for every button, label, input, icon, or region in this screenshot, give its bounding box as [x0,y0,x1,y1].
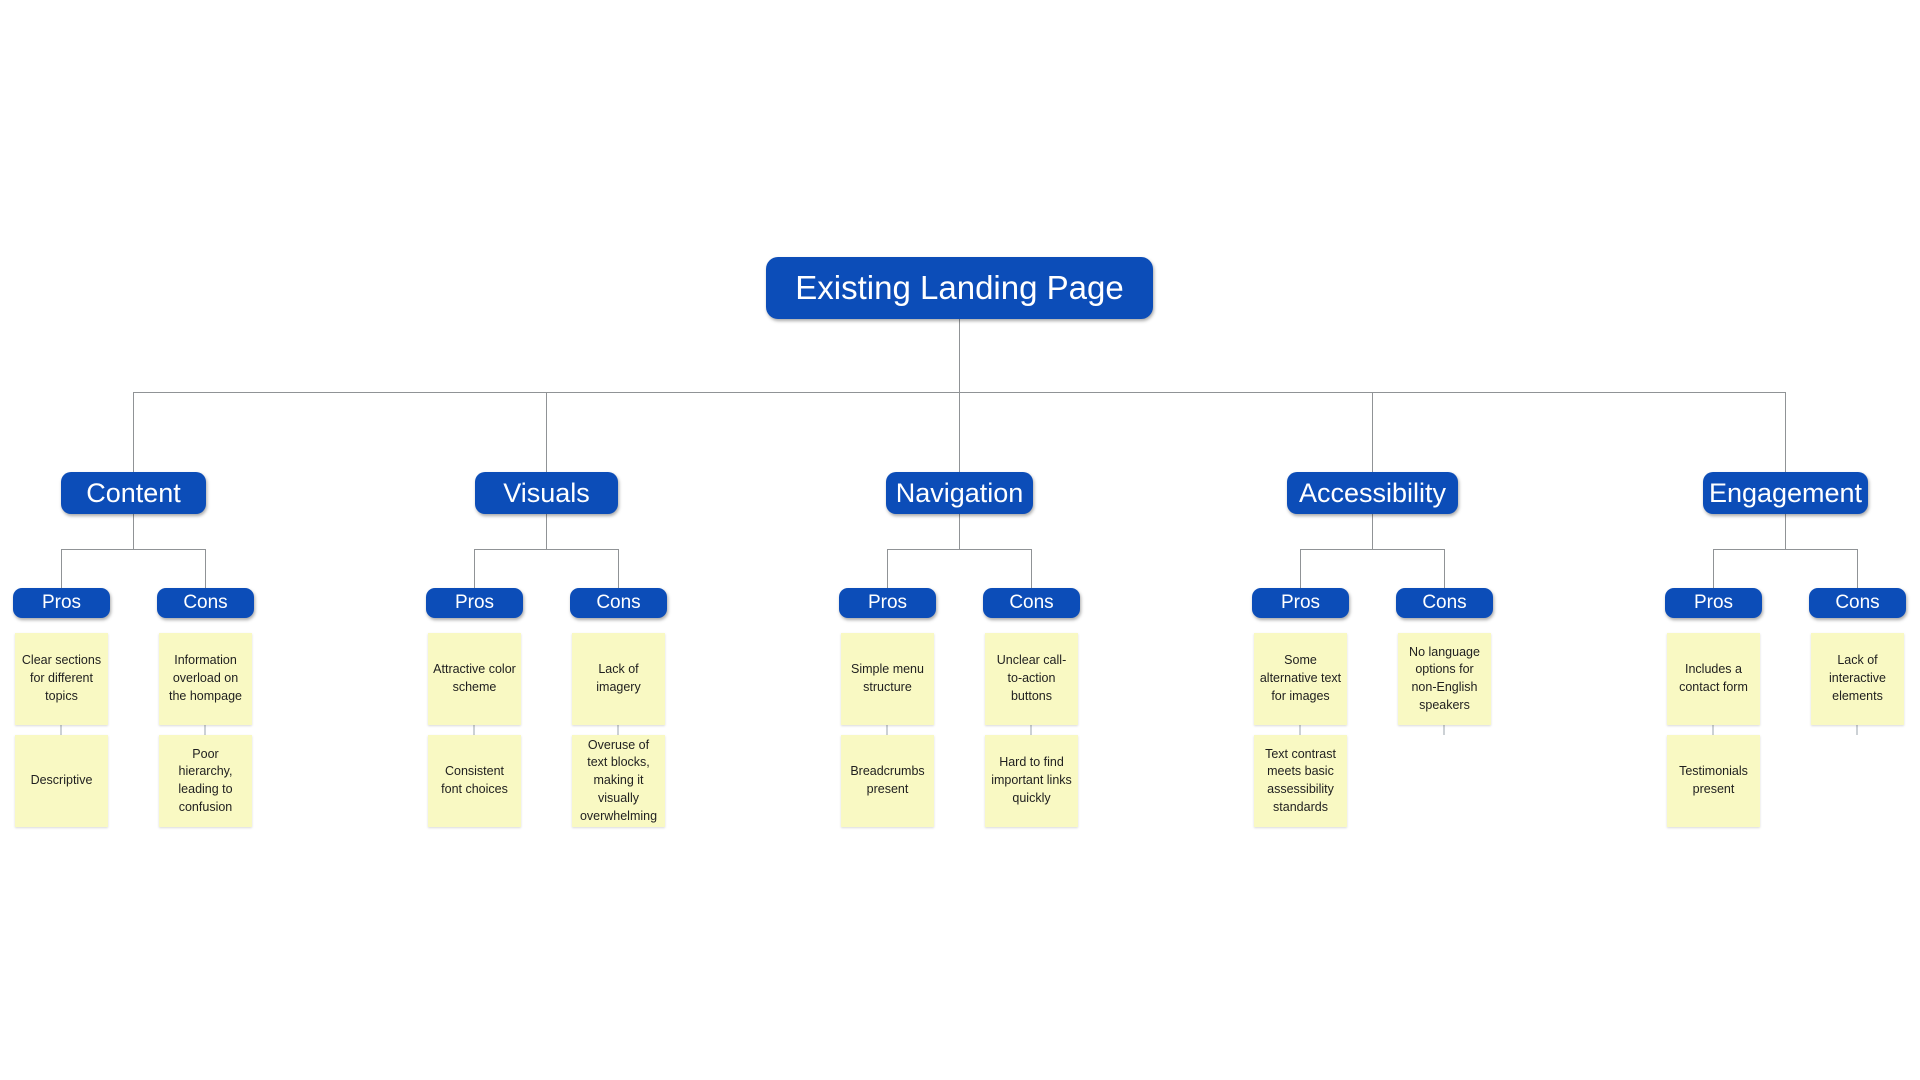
connector-engagement-cons-stem [1857,549,1858,588]
root-node[interactable]: Existing Landing Page [766,257,1153,319]
connector-accessibility-cons-stem [1444,549,1445,588]
connector-visuals-cons-notes [617,725,619,735]
connector-engagement-pros-stem [1713,549,1714,588]
accessibility-pros-note-1[interactable]: Some alternative text for images [1254,633,1347,725]
connector-content-top-stem [133,392,134,472]
visuals-cons-note-2[interactable]: Overuse of text blocks, making it visual… [572,735,665,827]
connector-accessibility-top-stem [1372,392,1373,472]
branch-node-engagement[interactable]: Engagement [1703,472,1868,514]
connector-accessibility-cons-stub [1443,725,1445,735]
branch-node-content[interactable]: Content [61,472,206,514]
content-cons-node[interactable]: Cons [157,588,254,618]
connector-navigation-cons-notes [1030,725,1032,735]
connector-engagement-cons-stub [1856,725,1858,735]
connector-engagement-pros-notes [1712,725,1714,735]
visuals-pros-node[interactable]: Pros [426,588,523,618]
content-pros-note-1[interactable]: Clear sections for different topics [15,633,108,725]
connector-engagement-split [1713,549,1857,550]
accessibility-pros-node[interactable]: Pros [1252,588,1349,618]
visuals-pros-note-1[interactable]: Attractive color scheme [428,633,521,725]
connector-accessibility-bottom-stem [1372,514,1373,549]
visuals-pros-note-2[interactable]: Consistent font choices [428,735,521,827]
connector-engagement-bottom-stem [1785,514,1786,549]
navigation-pros-node[interactable]: Pros [839,588,936,618]
branch-node-visuals[interactable]: Visuals [475,472,618,514]
branch-node-navigation[interactable]: Navigation [886,472,1033,514]
connector-navigation-pros-stem [887,549,888,588]
connector-root-stem [959,319,960,392]
content-pros-node[interactable]: Pros [13,588,110,618]
content-pros-note-2[interactable]: Descriptive [15,735,108,827]
connector-engagement-top-stem [1785,392,1786,472]
visuals-cons-node[interactable]: Cons [570,588,667,618]
connector-content-bottom-stem [133,514,134,549]
navigation-pros-note-2[interactable]: Breadcrumbs present [841,735,934,827]
connector-visuals-cons-stem [618,549,619,588]
engagement-pros-node[interactable]: Pros [1665,588,1762,618]
connector-content-cons-notes [204,725,206,735]
connector-accessibility-pros-notes [1299,725,1301,735]
connector-navigation-bottom-stem [959,514,960,549]
connector-navigation-split [887,549,1031,550]
visuals-cons-note-1[interactable]: Lack of imagery [572,633,665,725]
engagement-pros-note-1[interactable]: Includes a contact form [1667,633,1760,725]
accessibility-cons-node[interactable]: Cons [1396,588,1493,618]
accessibility-cons-note-1[interactable]: No language options for non-English spea… [1398,633,1491,725]
navigation-cons-note-1[interactable]: Unclear call-to-action buttons [985,633,1078,725]
connector-accessibility-pros-stem [1300,549,1301,588]
connector-visuals-pros-stem [474,549,475,588]
navigation-cons-note-2[interactable]: Hard to find important links quickly [985,735,1078,827]
engagement-cons-note-1[interactable]: Lack of interactive elements [1811,633,1904,725]
engagement-pros-note-2[interactable]: Testimonials present [1667,735,1760,827]
connector-visuals-top-stem [546,392,547,472]
connector-content-pros-notes [60,725,62,735]
content-cons-note-1[interactable]: Information overload on the hompage [159,633,252,725]
accessibility-pros-note-2[interactable]: Text contrast meets basic assessibility … [1254,735,1347,827]
connector-visuals-pros-notes [473,725,475,735]
connector-navigation-pros-notes [886,725,888,735]
connector-content-pros-stem [61,549,62,588]
connector-content-cons-stem [205,549,206,588]
navigation-pros-note-1[interactable]: Simple menu structure [841,633,934,725]
content-cons-note-2[interactable]: Poor hierarchy, leading to confusion [159,735,252,827]
connector-content-split [61,549,205,550]
connector-visuals-bottom-stem [546,514,547,549]
navigation-cons-node[interactable]: Cons [983,588,1080,618]
engagement-cons-node[interactable]: Cons [1809,588,1906,618]
connector-visuals-split [474,549,618,550]
connector-navigation-cons-stem [1031,549,1032,588]
branch-node-accessibility[interactable]: Accessibility [1287,472,1458,514]
connector-accessibility-split [1300,549,1444,550]
connector-navigation-top-stem [959,392,960,472]
